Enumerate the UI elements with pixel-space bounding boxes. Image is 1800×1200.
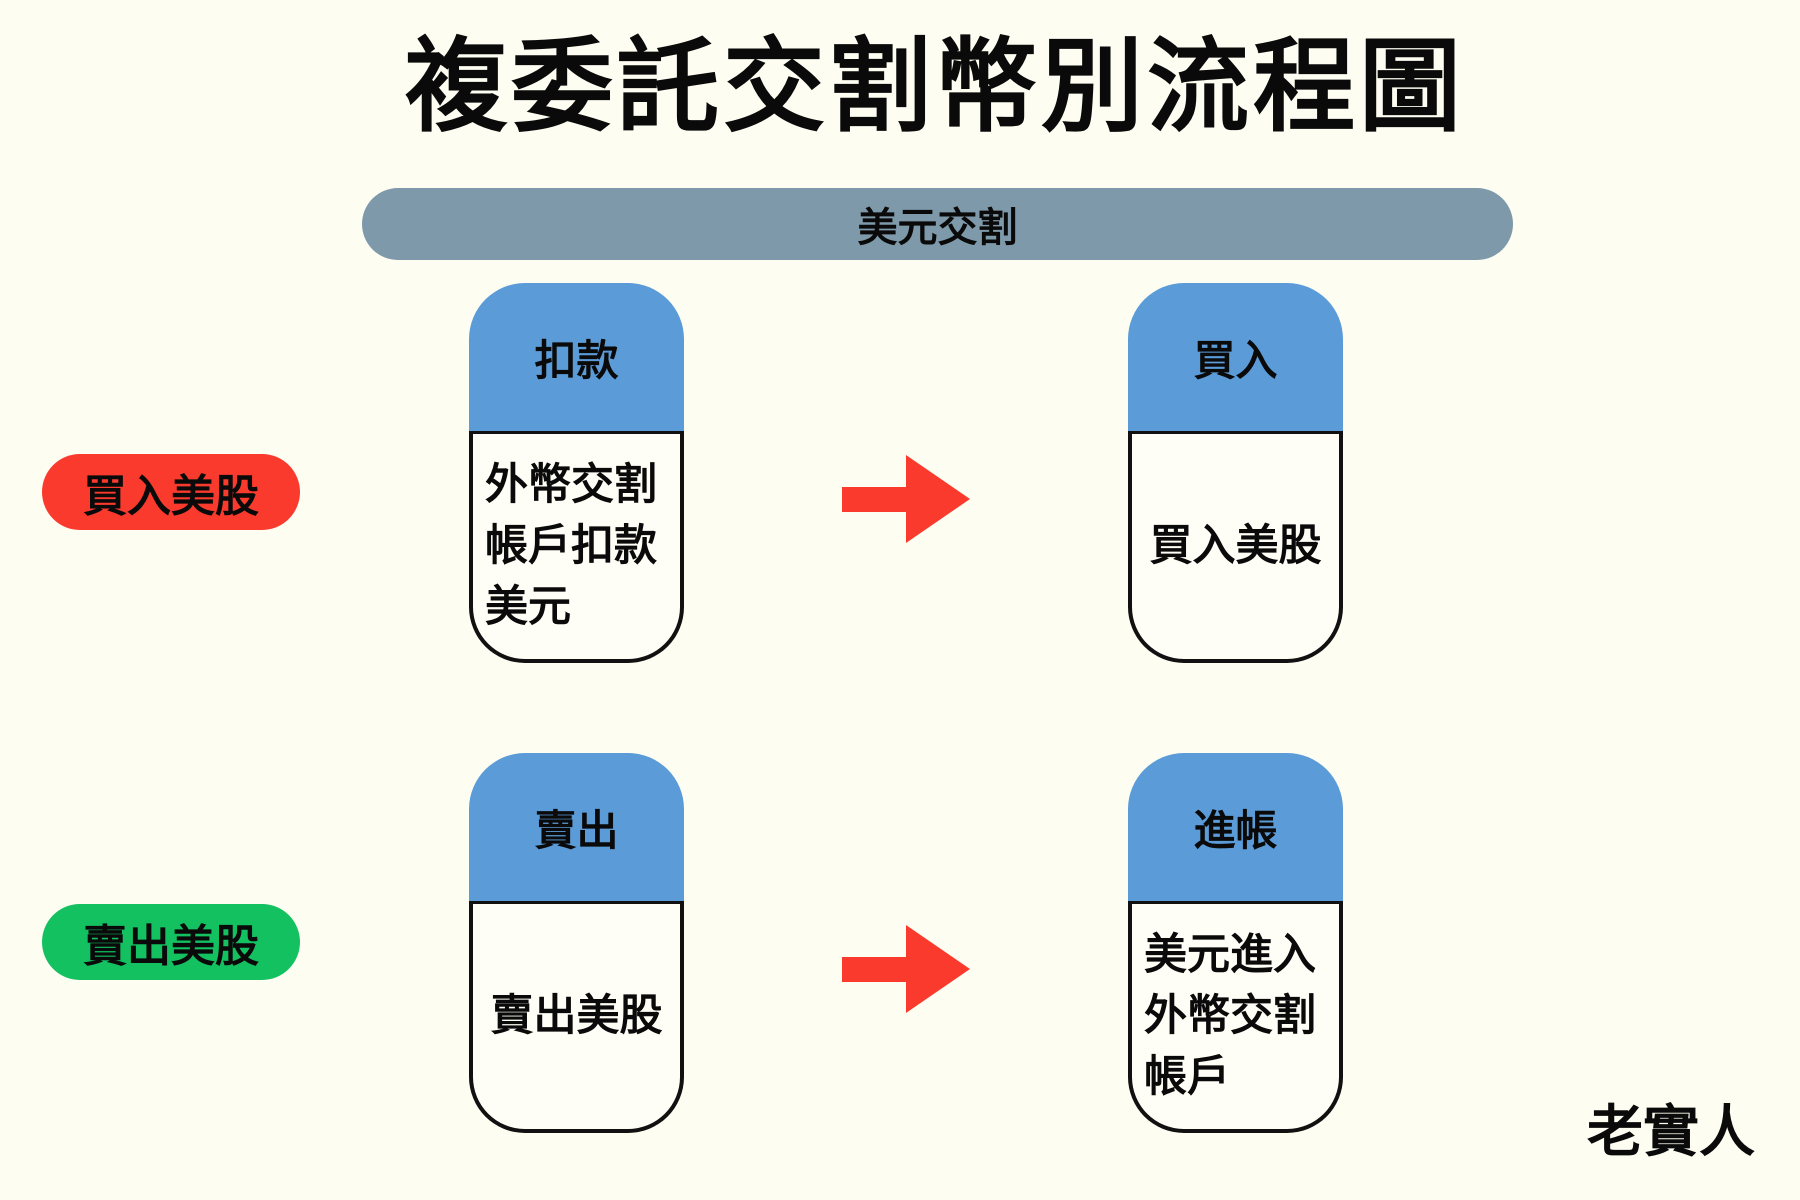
card-deduction: 扣款 外幣交割 帳戶扣款 美元 <box>469 283 684 663</box>
page-title: 複委託交割幣別流程圖 <box>405 27 1465 147</box>
right-arrow-icon <box>842 925 970 1013</box>
card-header-label: 買入 <box>1193 336 1278 384</box>
card-header: 賣出 <box>469 753 684 901</box>
card-header: 進帳 <box>1128 753 1343 901</box>
card-header: 買入 <box>1128 283 1343 431</box>
card-body-line: 帳戶 <box>1144 1053 1230 1101</box>
right-arrow-icon <box>842 455 970 543</box>
card-body-line: 外幣交割 <box>485 461 657 509</box>
right-arrow-shape <box>842 925 970 1013</box>
card-sell: 賣出 賣出美股 <box>469 753 684 1133</box>
card-body: 買入美股 <box>1128 431 1343 663</box>
card-body-line: 美元 <box>485 583 571 631</box>
card-header-label: 進帳 <box>1193 806 1278 854</box>
card-body: 賣出美股 <box>469 901 684 1133</box>
badge-buy-us-stocks: 買入美股 <box>42 454 300 530</box>
card-header: 扣款 <box>469 283 684 431</box>
card-credit: 進帳 美元進入 外幣交割 帳戶 <box>1128 753 1343 1133</box>
card-body-line: 賣出美股 <box>490 992 663 1040</box>
card-buy: 買入 買入美股 <box>1128 283 1343 663</box>
author-signature: 老實人 <box>1587 1099 1755 1165</box>
card-body-line: 外幣交割 <box>1144 992 1316 1040</box>
usd-settlement-banner: 美元交割 <box>362 188 1513 260</box>
badge-label: 買入美股 <box>83 472 259 521</box>
card-body: 美元進入 外幣交割 帳戶 <box>1128 901 1343 1133</box>
card-body-line: 美元進入 <box>1144 931 1316 979</box>
card-body-line: 買入美股 <box>1149 522 1322 570</box>
card-header-label: 賣出 <box>534 806 619 854</box>
card-header-label: 扣款 <box>534 336 619 384</box>
card-body-line: 帳戶扣款 <box>485 522 657 570</box>
right-arrow-shape <box>842 455 970 543</box>
banner-label: 美元交割 <box>857 206 1018 250</box>
card-body: 外幣交割 帳戶扣款 美元 <box>469 431 684 663</box>
badge-label: 賣出美股 <box>83 922 259 971</box>
badge-sell-us-stocks: 賣出美股 <box>42 904 300 980</box>
